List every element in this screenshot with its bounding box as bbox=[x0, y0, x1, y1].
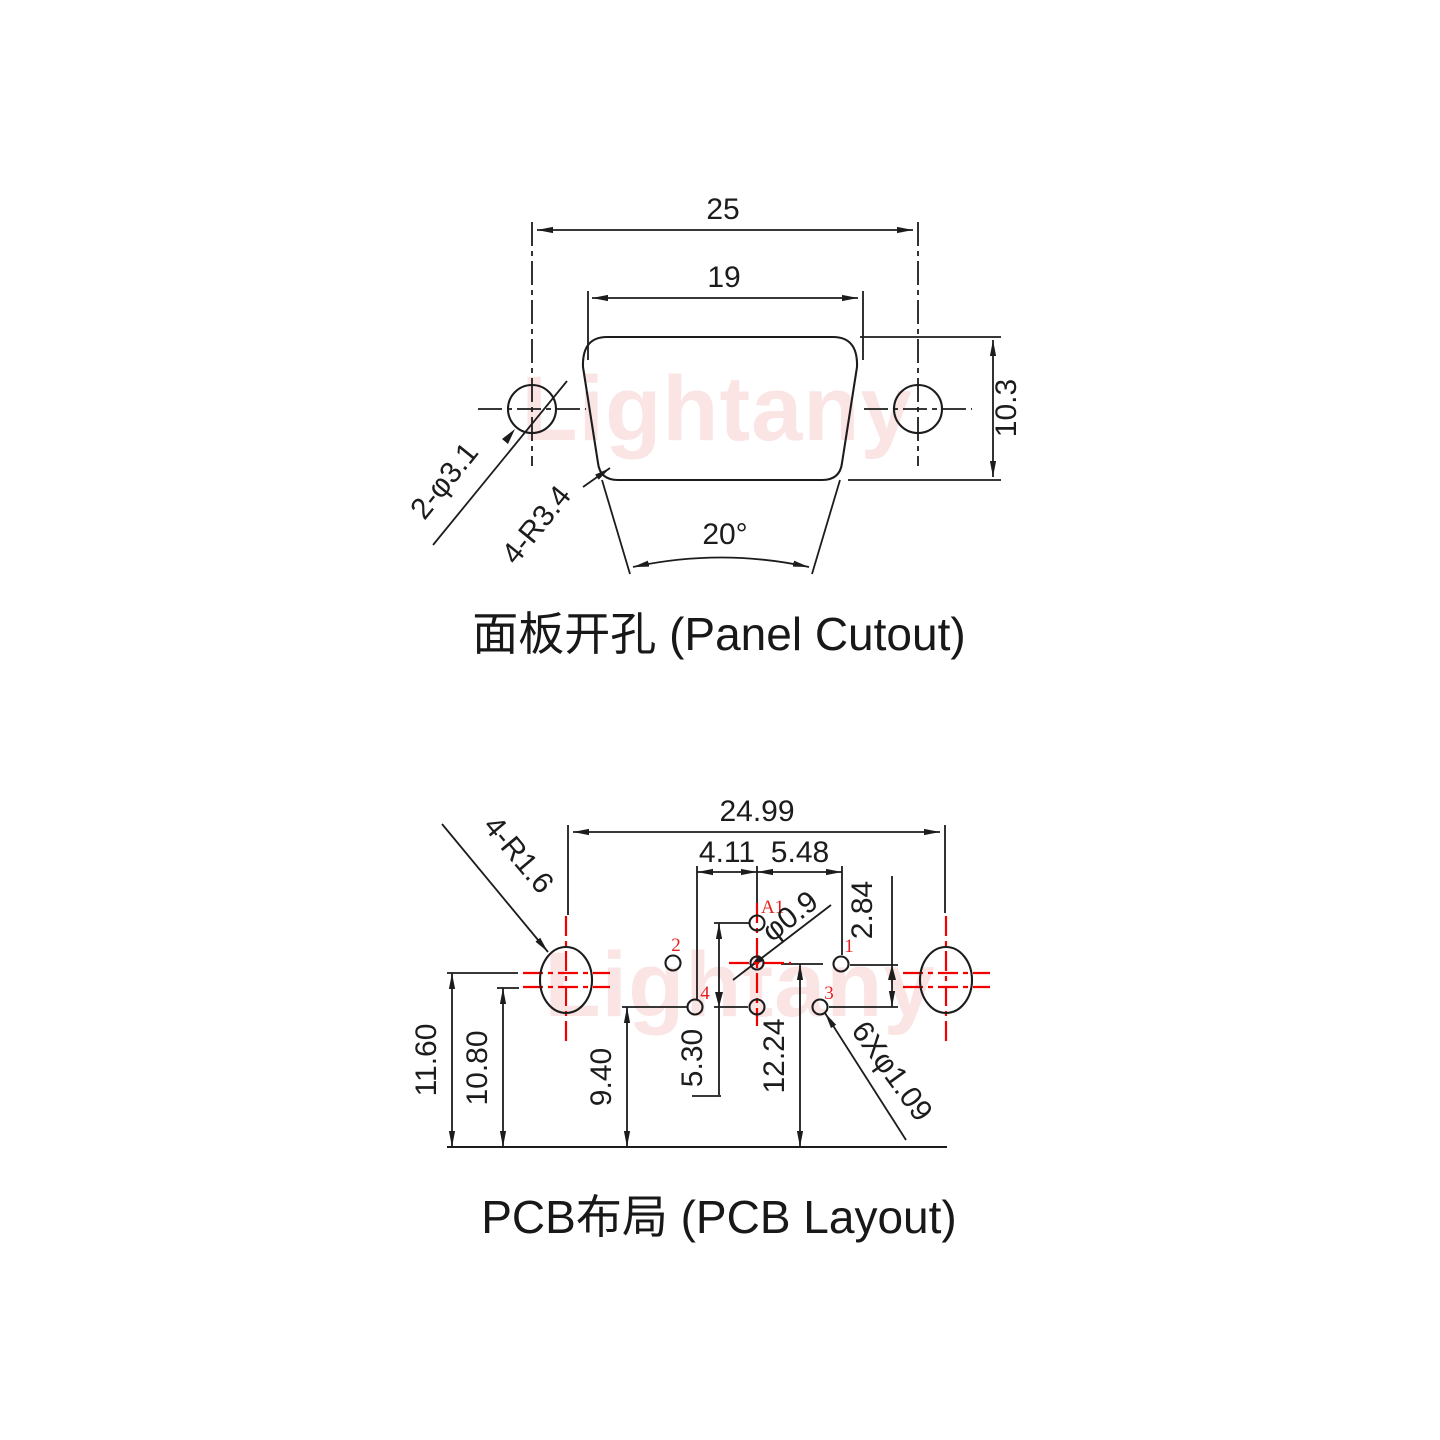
panel-dim-angle: 20° bbox=[702, 518, 747, 551]
pcb-dim-24-99-lines bbox=[567, 825, 946, 915]
pin-hole-coax-center bbox=[749, 955, 765, 971]
pin-hole-4 bbox=[686, 998, 704, 1016]
pcb-dim-11-60: 11.60 bbox=[410, 1024, 443, 1097]
pin-hole-3 bbox=[811, 998, 829, 1016]
pin-label-3: 3 bbox=[824, 983, 834, 1004]
pin-label-4: 4 bbox=[700, 983, 710, 1004]
pcb-dim-5-30-lines bbox=[692, 922, 749, 1097]
pcb-dim-24-99: 24.99 bbox=[719, 795, 794, 828]
pin-hole-a1-bottom bbox=[748, 998, 766, 1016]
pcb-pad-right bbox=[918, 945, 974, 1015]
panel-dim-25-lines bbox=[531, 222, 919, 466]
panel-cutout-view: 25 19 10.3 20° 2-φ3.1 4-R3.4 面板开孔 (Panel… bbox=[404, 193, 1023, 660]
dsub-cutout-outline bbox=[581, 335, 859, 482]
pcb-pin-holes bbox=[664, 914, 850, 1016]
pcb-dim-12-24: 12.24 bbox=[758, 1018, 791, 1093]
pcb-pad-left bbox=[538, 945, 594, 1015]
pcb-dim-5-48: 5.48 bbox=[771, 836, 829, 869]
watermark-top: Lightany bbox=[521, 358, 912, 460]
pcb-dim-9-40: 9.40 bbox=[585, 1048, 618, 1106]
watermark-bottom: Lightany bbox=[544, 934, 935, 1036]
pcb-dim-9-40-lines bbox=[622, 1006, 687, 1147]
pcb-dim-2-84-lines bbox=[829, 876, 898, 1008]
panel-dim-25: 25 bbox=[706, 193, 739, 226]
pin-hole-1 bbox=[832, 955, 850, 973]
pin-label-1: 1 bbox=[844, 936, 854, 957]
panel-angle-20-lines bbox=[601, 479, 841, 575]
panel-dim-10-3-lines bbox=[848, 336, 1001, 481]
panel-dim-mount-holes: 2-φ3.1 bbox=[404, 437, 485, 526]
pcb-red-centerlines bbox=[523, 903, 990, 1044]
panel-dim-corner-radius: 4-R3.4 bbox=[495, 480, 577, 571]
pin-label-2: 2 bbox=[671, 935, 681, 956]
pcb-leader-pad-radius bbox=[441, 823, 549, 953]
panel-dim-19-lines bbox=[587, 291, 864, 360]
panel-dim-10-3: 10.3 bbox=[990, 379, 1023, 437]
panel-cutout-title: 面板开孔 (Panel Cutout) bbox=[472, 608, 965, 660]
pcb-dim-12-24-lines bbox=[781, 963, 823, 1147]
panel-dim-19: 19 bbox=[707, 261, 740, 294]
pin-hole-2 bbox=[664, 954, 682, 972]
pcb-dim-11-60-10-80-lines bbox=[447, 972, 519, 1147]
pcb-dim-10-80: 10.80 bbox=[461, 1030, 494, 1105]
pcb-leader-pin-holes bbox=[824, 1012, 907, 1141]
pcb-layout-title: PCB布局 (PCB Layout) bbox=[481, 1191, 956, 1243]
pcb-dim-2-84: 2.84 bbox=[846, 881, 879, 939]
pcb-dim-pad-radius: 4-R1.6 bbox=[477, 810, 560, 900]
pcb-dim-4-11-5-48-lines bbox=[696, 866, 843, 999]
pcb-dim-5-30: 5.30 bbox=[676, 1029, 709, 1087]
pcb-dim-4-11: 4.11 bbox=[699, 836, 755, 869]
pin-label-a1: A1 bbox=[761, 897, 784, 918]
panel-leader-corner-radius bbox=[582, 467, 611, 488]
pin-hole-a1-top bbox=[748, 914, 766, 932]
panel-leader-mount-holes bbox=[432, 380, 568, 546]
